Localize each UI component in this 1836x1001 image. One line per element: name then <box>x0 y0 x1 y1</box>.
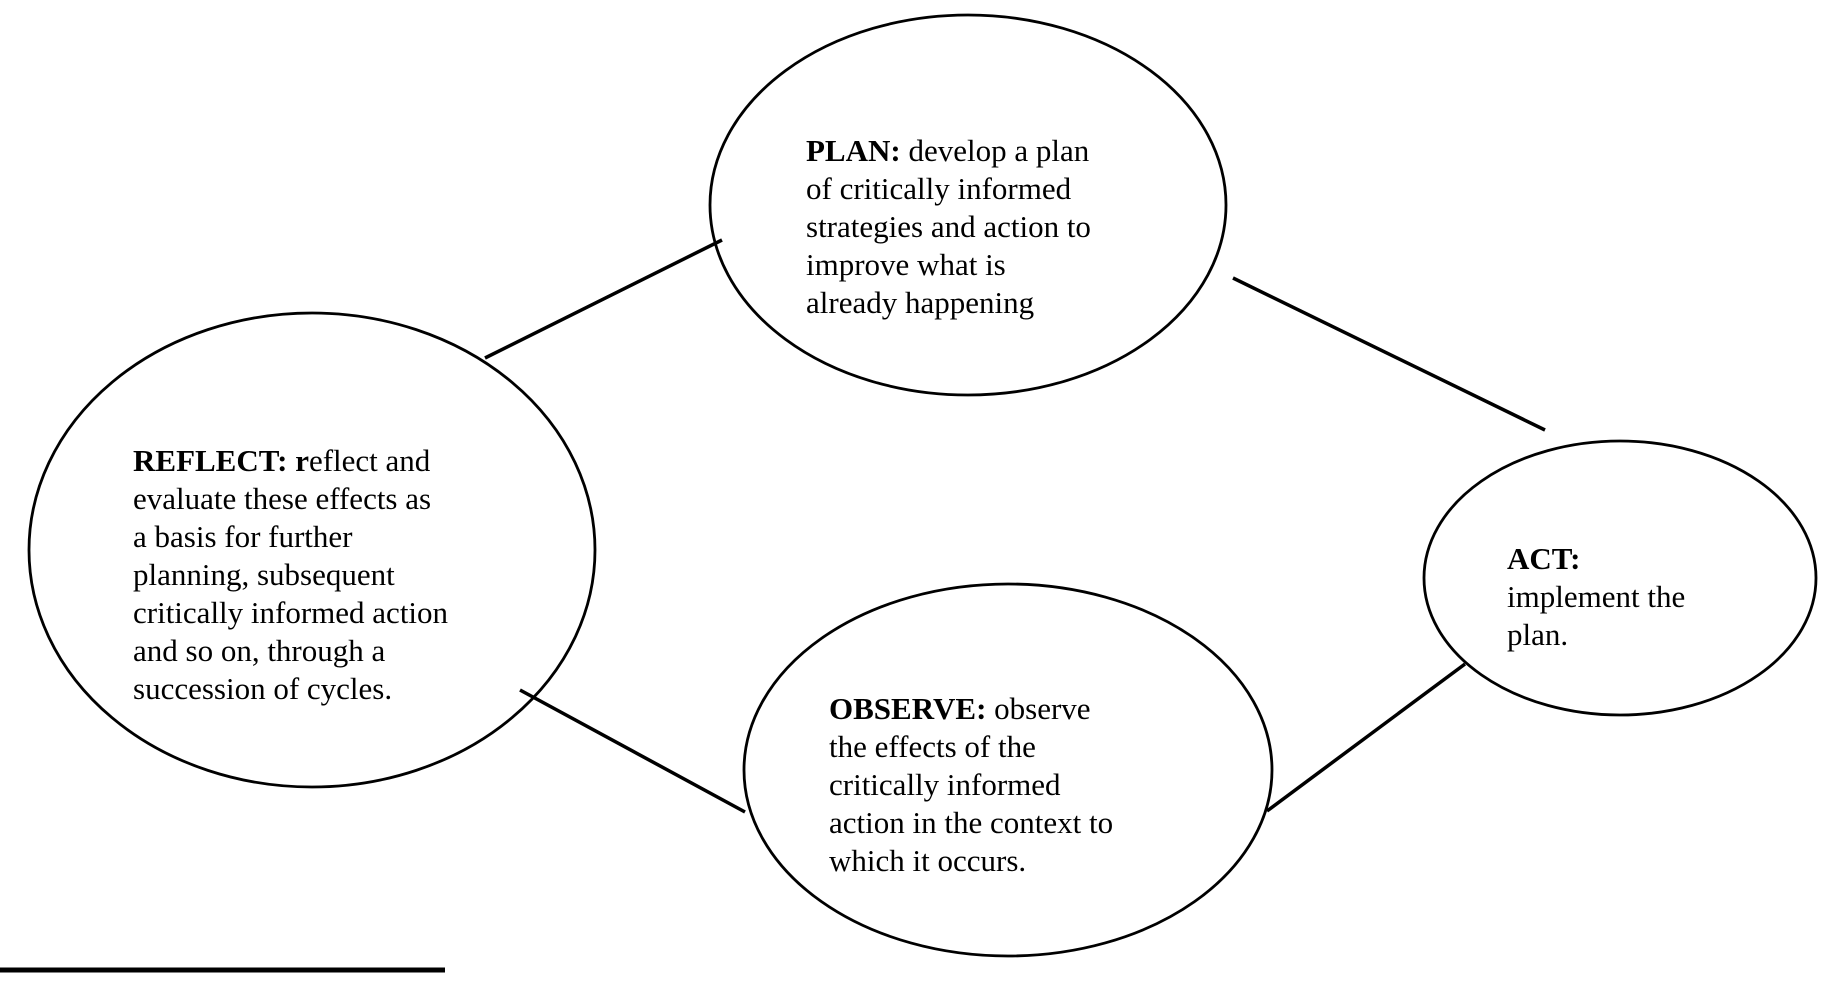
plan-node-label: PLAN: <box>806 133 901 168</box>
observe-node-body: observe the effects of the critically in… <box>829 691 1114 878</box>
connector-reflect-plan <box>484 238 723 360</box>
plan-node-text: PLAN: develop a plan of critically infor… <box>806 132 1176 322</box>
plan-ellipse <box>708 13 1228 397</box>
plan-node-body: develop a plan of critically informed st… <box>806 133 1091 320</box>
connector-act-observe <box>1265 662 1467 813</box>
reflect-node-body: eflect and evaluate these effects as a b… <box>133 443 449 706</box>
observe-node-text: OBSERVE: observe the effects of the crit… <box>829 690 1219 880</box>
reflect-ellipse <box>27 311 597 789</box>
observe-ellipse <box>742 582 1274 958</box>
observe-node-label: OBSERVE: <box>829 691 987 726</box>
act-node-label: ACT: <box>1507 541 1581 576</box>
act-node-text: ACT: implement the plan. <box>1507 540 1757 654</box>
act-node-body: implement the plan. <box>1507 579 1686 652</box>
connector-plan-act <box>1232 276 1546 432</box>
reflect-node-label: REFLECT: r <box>133 443 309 478</box>
reflect-node-text: REFLECT: reflect and evaluate these effe… <box>133 442 533 708</box>
connector-observe-reflect <box>519 688 746 814</box>
act-ellipse <box>1422 439 1818 717</box>
